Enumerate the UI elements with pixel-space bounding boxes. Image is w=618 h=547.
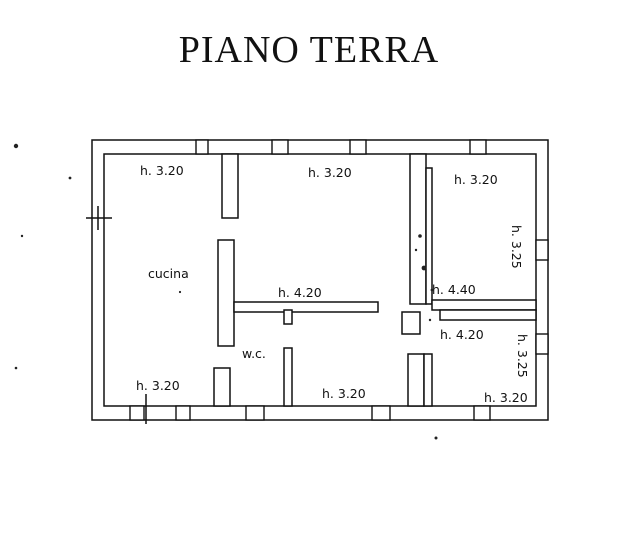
outer-wall	[91, 139, 549, 421]
right-bottom-height-label: h. 3.20	[484, 390, 528, 405]
hall-height-top-label: h. 4.40	[432, 282, 476, 297]
kitchen-name-label: cucina	[148, 266, 189, 281]
center-top-height-label: h. 3.20	[308, 165, 352, 180]
corridor-height-label: h. 4.20	[278, 285, 322, 300]
interior-walls	[213, 153, 537, 407]
right-top-height-vertical-label: h. 3.25	[509, 225, 524, 269]
plan-title: PIANO TERRA	[178, 29, 440, 71]
windows	[129, 139, 549, 421]
center-bottom-height-label: h. 3.20	[322, 386, 366, 401]
wc-name-label: w.c.	[242, 346, 266, 361]
scan-specks	[13, 143, 438, 440]
right-bottom-height-vertical-label: h. 3.25	[515, 334, 530, 378]
kitchen-height-label: h. 3.20	[140, 163, 184, 178]
wall-ticks	[86, 206, 147, 424]
kitchen-bottom-height-label: h. 3.20	[136, 378, 180, 393]
right-top-height-label: h. 3.20	[454, 172, 498, 187]
hall-height-bottom-label: h. 4.20	[440, 327, 484, 342]
